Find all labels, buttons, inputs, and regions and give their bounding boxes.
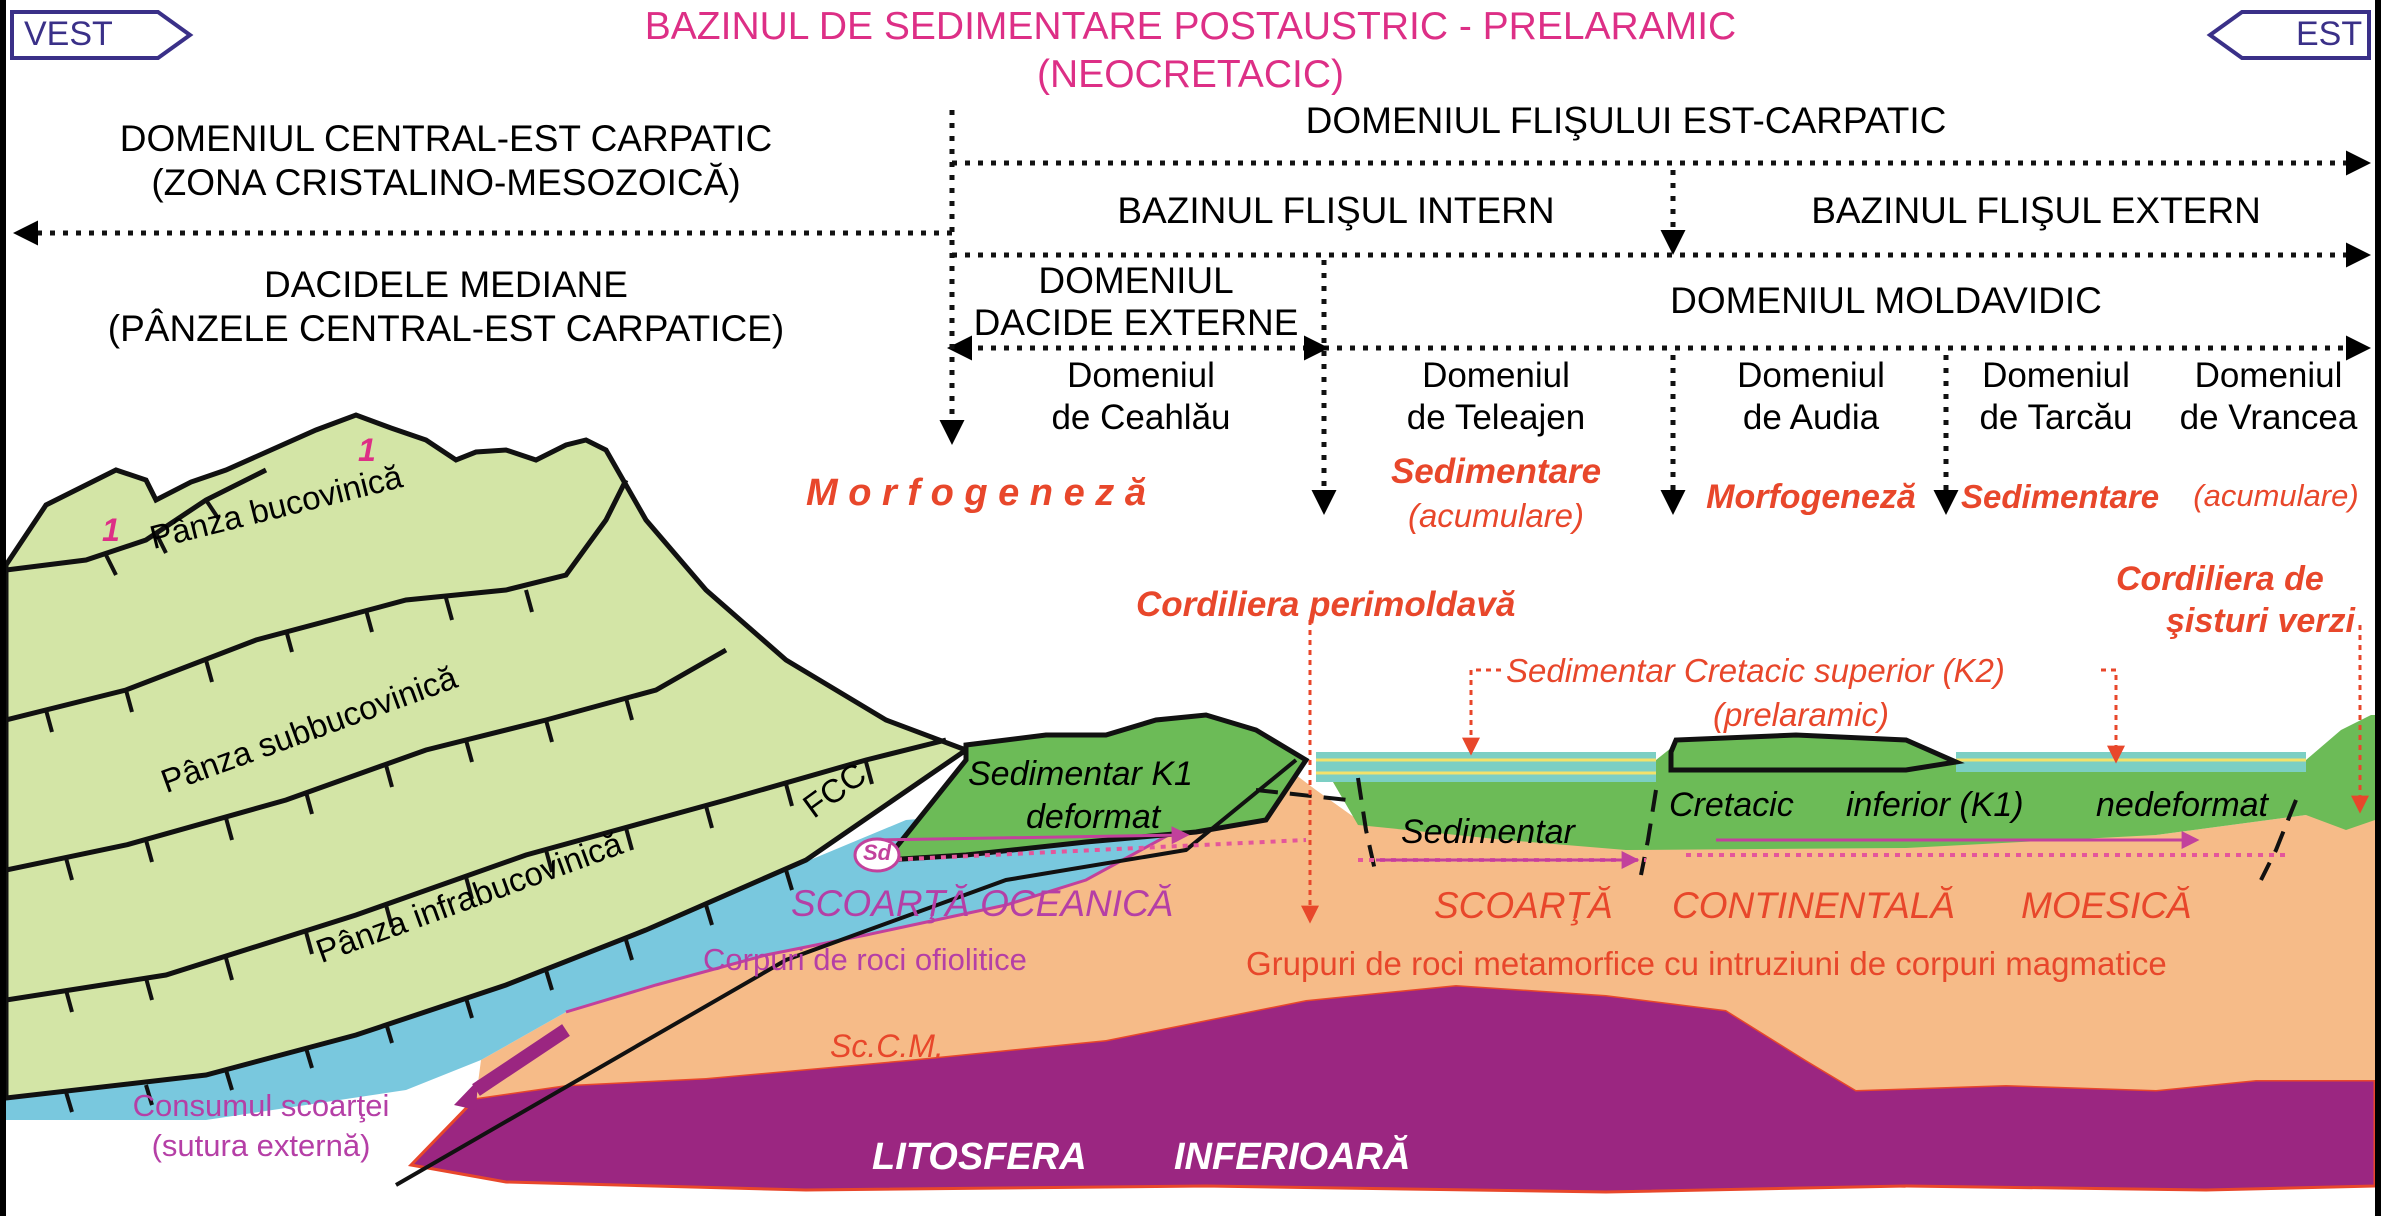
marker-1-left: 1 [102, 512, 120, 548]
inner-flysch-basin: BAZINUL FLIŞUL INTERN [1117, 190, 1555, 231]
domain-flysch: DOMENIUL FLIŞULUI EST-CARPATIC [1305, 100, 1947, 141]
subdomain-tarcau-line1: Domeniul [1982, 356, 2130, 395]
oceanic-crust-layer [6, 805, 1196, 1120]
domain-central-east-line2: (ZONA CRISTALINO-MESOZOICĂ) [151, 162, 741, 203]
crust-label-word3: MOESICĂ [2021, 885, 2192, 926]
sedimentary-label: Sedimentar [1401, 813, 1575, 851]
domain-central-east-line1: DOMENIUL CENTRAL-EST CARPATIC [119, 118, 773, 159]
lower-cretaceous-label: inferior (K1) [1846, 786, 2024, 824]
west-arrow-shape [10, 10, 194, 60]
subdomain-vrancea-line1: Domeniul [2194, 356, 2343, 395]
undeformed-label: nedeformat [2096, 786, 2268, 824]
nappe-stack [6, 412, 972, 1101]
outer-dacides-line1: DOMENIUL [1038, 260, 1234, 301]
cretaceous-label: Cretacic [1669, 786, 1794, 824]
sd-marker-circle [853, 837, 901, 873]
k1-deformed-label-line2: deformat [1026, 798, 1161, 836]
subdomain-vrancea-line2: de Vrancea [2179, 398, 2358, 437]
sd-marker-label: Sd [862, 840, 892, 865]
sccm-label: Sc.C.M. [830, 1028, 944, 1064]
accumulation-teleajen: (acumulare) [1407, 497, 1585, 534]
green-schist-cordillera [2306, 715, 2375, 830]
outer-flysch-basin: BAZINUL FLIŞUL EXTERN [1811, 190, 2261, 231]
median-dacides-line1: DACIDELE MEDIANE [264, 264, 628, 305]
lower-lithosphere-label-word1: LITOSFERA [872, 1136, 1087, 1178]
cordillera-perimoldava-label: Cordiliera perimoldavă [1136, 585, 1516, 624]
cross-section-drawing [6, 10, 2375, 1194]
k1-deformed-label-line1: Sedimentar K1 [968, 755, 1193, 793]
crust-consumption-label-line1: Consumul scoarţei [132, 1088, 390, 1123]
title-line1: BAZINUL DE SEDIMENTARE POSTAUSTRIC - PRE… [644, 5, 1737, 48]
subdomain-teleajen-line1: Domeniul [1422, 356, 1570, 395]
crust-consumption-label-line2: (sutura externă) [151, 1128, 371, 1163]
metamorphic-rocks-label: Grupuri de roci metamorfice cu intruziun… [1246, 945, 2167, 982]
marker-1-center: 1 [358, 432, 376, 468]
oceanic-crust-label: SCOARŢĂ OCEANICĂ [791, 883, 1174, 924]
east-label: EST [2296, 15, 2363, 53]
title-line2: (NEOCRETACIC) [1037, 53, 1344, 96]
morphogenesis-spaced: M o r f o g e n e z ă [806, 472, 1146, 514]
ophiolite-bodies-label: Corpuri de roci ofiolitice [703, 942, 1027, 977]
green-schist-cordillera-label-line2: şisturi verzi [2166, 602, 2355, 640]
domain-moldavidic: DOMENIUL MOLDAVIDIC [1670, 280, 2102, 321]
subdomain-tarcau-line2: de Tarcău [1979, 398, 2133, 437]
crust-label-word2: CONTINENTALĂ [1672, 885, 1956, 926]
accumulation-tarcau: (acumulare) [2193, 478, 2359, 513]
deformed-k1-sediment [880, 712, 1310, 863]
green-schist-cordillera-label-line1: Cordiliera de [2116, 560, 2324, 598]
subdomain-teleajen-line2: de Teleajen [1406, 398, 1586, 437]
k2-sediment-label-line1: Sedimentar Cretacic superior (K2) [1506, 652, 2005, 689]
subdomain-audia-line1: Domeniul [1737, 356, 1885, 395]
subdomain-audia-line2: de Audia [1742, 398, 1880, 437]
crust-label-word1: SCOARŢĂ [1434, 885, 1613, 926]
lower-lithosphere-label-word2: INFERIOARĂ [1174, 1136, 1411, 1178]
morphogenesis-audia: Morfogeneză [1706, 478, 1916, 516]
sedimentation-tarcau: Sedimentare [1961, 478, 2160, 515]
west-label: VEST [24, 15, 113, 53]
median-dacides-line2: (PÂNZELE CENTRAL-EST CARPATICE) [107, 308, 785, 349]
k2-sediment-label-line2: (prelaramic) [1712, 696, 1890, 733]
subdomain-ceahlau-line2: de Ceahlău [1051, 398, 1231, 437]
east-arrow-shape [2206, 10, 2371, 60]
subdomain-ceahlau-line1: Domeniul [1067, 356, 1215, 395]
outer-dacides-line2: DACIDE EXTERNE [973, 302, 1299, 343]
continental-crust-layer [476, 720, 2375, 1098]
sedimentation-teleajen: Sedimentare [1390, 452, 1602, 491]
